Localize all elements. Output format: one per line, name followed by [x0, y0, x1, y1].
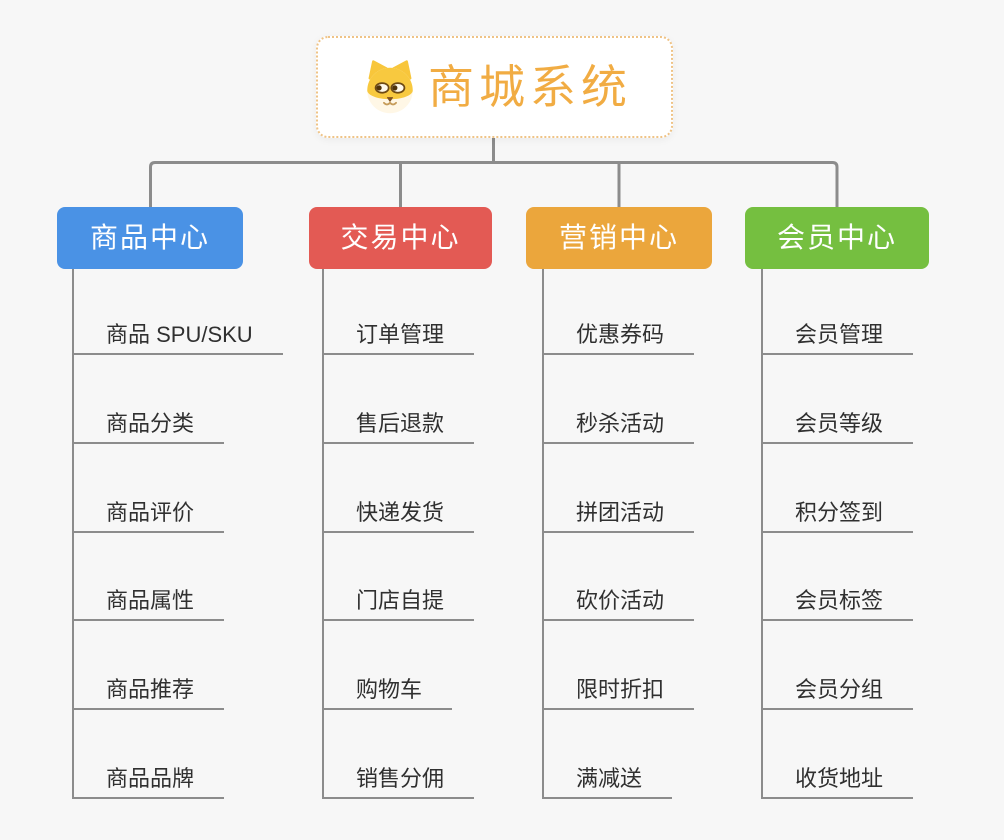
- mindmap-item-label: 商品 SPU/SKU: [106, 321, 253, 347]
- mindmap-item[interactable]: 限时折扣: [542, 670, 695, 710]
- mindmap-item[interactable]: 砍价活动: [542, 581, 695, 621]
- mindmap-item-label: 商品评价: [106, 499, 195, 525]
- mindmap-item-label: 收货地址: [795, 765, 884, 791]
- mindmap-item-label: 会员标签: [795, 587, 884, 613]
- mindmap-item-label: 会员管理: [795, 321, 884, 347]
- mindmap-item[interactable]: 商品 SPU/SKU: [72, 315, 283, 355]
- dog-face-icon: [367, 60, 413, 114]
- branch-header-label: 商品中心: [89, 222, 210, 253]
- root-node[interactable]: 商城系统: [316, 36, 673, 138]
- branch-header-label: 会员中心: [776, 222, 897, 253]
- mindmap-item[interactable]: 销售分佣: [322, 759, 475, 799]
- mindmap-item[interactable]: 会员标签: [761, 581, 914, 621]
- mindmap-item-label: 快递发货: [356, 499, 445, 525]
- mindmap-item[interactable]: 会员分组: [761, 670, 914, 710]
- mindmap-item-label: 满减送: [576, 765, 643, 791]
- mindmap-item-label: 商品推荐: [106, 676, 195, 702]
- mindmap-item[interactable]: 商品分类: [72, 404, 225, 444]
- mindmap-item[interactable]: 秒杀活动: [542, 404, 695, 444]
- mindmap-item-label: 订单管理: [356, 321, 445, 347]
- mindmap-item-label: 售后退款: [356, 410, 445, 436]
- mindmap-item-label: 商品属性: [106, 587, 195, 613]
- mindmap-item[interactable]: 满减送: [542, 759, 673, 799]
- mindmap-item[interactable]: 收货地址: [761, 759, 914, 799]
- mindmap-item[interactable]: 优惠券码: [542, 315, 695, 355]
- mindmap-item-label: 会员等级: [795, 410, 884, 436]
- mindmap-item-label: 砍价活动: [576, 587, 665, 613]
- mindmap-item-label: 优惠券码: [576, 321, 665, 347]
- mindmap-item-label: 会员分组: [795, 676, 884, 702]
- mindmap-item[interactable]: 商品品牌: [72, 759, 225, 799]
- mindmap-item-label: 商品品牌: [106, 765, 195, 791]
- branch-header-label: 营销中心: [558, 222, 679, 253]
- mindmap-item[interactable]: 积分签到: [761, 493, 914, 533]
- mindmap-item[interactable]: 商品评价: [72, 493, 225, 533]
- branch-header-1[interactable]: 商品中心: [57, 207, 243, 269]
- mindmap-item[interactable]: 售后退款: [322, 404, 475, 444]
- mindmap-item-label: 购物车: [356, 676, 423, 702]
- mindmap-item[interactable]: 购物车: [322, 670, 453, 710]
- mindmap-item-label: 门店自提: [356, 587, 445, 613]
- mindmap-item[interactable]: 商品属性: [72, 581, 225, 621]
- branch-header-label: 交易中心: [340, 222, 461, 253]
- mindmap-item[interactable]: 会员管理: [761, 315, 914, 355]
- mindmap-item-label: 商品分类: [106, 410, 195, 436]
- root-title: 商城系统: [428, 61, 632, 113]
- mindmap-item-label: 积分签到: [795, 499, 884, 525]
- mindmap-item[interactable]: 快递发货: [322, 493, 475, 533]
- mindmap-item-label: 限时折扣: [576, 676, 665, 702]
- mindmap-item[interactable]: 会员等级: [761, 404, 914, 444]
- mindmap-item-label: 秒杀活动: [576, 410, 665, 436]
- branch-header-4[interactable]: 会员中心: [745, 207, 929, 269]
- branch-header-3[interactable]: 营销中心: [526, 207, 712, 269]
- mindmap-item[interactable]: 门店自提: [322, 581, 475, 621]
- mindmap-item-label: 销售分佣: [356, 765, 445, 791]
- mindmap-item[interactable]: 拼团活动: [542, 493, 695, 533]
- branch-header-2[interactable]: 交易中心: [309, 207, 492, 269]
- mindmap-item-label: 拼团活动: [576, 499, 665, 525]
- mindmap-item[interactable]: 订单管理: [322, 315, 475, 355]
- mindmap-item[interactable]: 商品推荐: [72, 670, 225, 710]
